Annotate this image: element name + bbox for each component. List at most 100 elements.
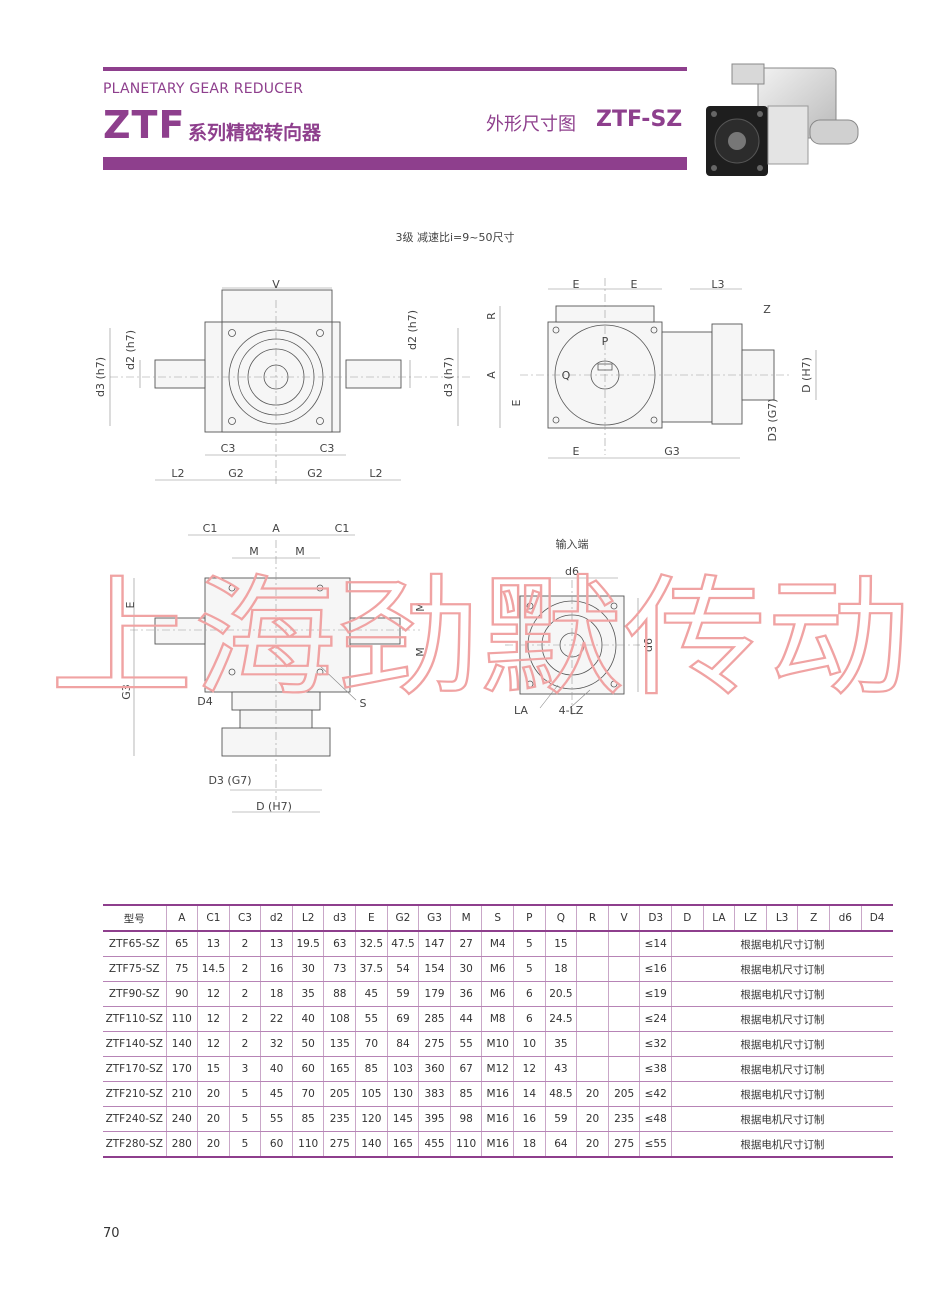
table-cell: 18 bbox=[260, 981, 293, 1007]
table-header-cell: D bbox=[671, 905, 704, 932]
table-cell: 65 bbox=[165, 931, 198, 957]
table-cell: 12 bbox=[197, 1031, 230, 1057]
dim-d2-right: d2 (h7) bbox=[406, 310, 419, 350]
dim-g2-left: G2 bbox=[228, 467, 244, 480]
table-cell: 15 bbox=[544, 931, 577, 957]
table-cell: 2 bbox=[228, 1006, 261, 1032]
dim-d6-top: d6 bbox=[565, 565, 579, 578]
table-cell: 13 bbox=[197, 931, 230, 957]
drawing-side-view: E E L3 R Z P Q A E D (H7) D3 (G7) E G3 bbox=[485, 278, 817, 459]
table-cell: 60 bbox=[291, 1056, 324, 1082]
dim-e-bottom: E bbox=[573, 445, 580, 458]
table-cell: 395 bbox=[418, 1106, 451, 1132]
table-cell: 145 bbox=[386, 1106, 419, 1132]
table-cell: 205 bbox=[323, 1081, 356, 1107]
table-cell: 110 bbox=[165, 1006, 198, 1032]
dim-m-top: M bbox=[414, 602, 427, 612]
table-cell bbox=[576, 1006, 609, 1032]
dim-e-side: E bbox=[510, 399, 523, 406]
table-cell: 135 bbox=[323, 1031, 356, 1057]
table-cell: 5 bbox=[228, 1131, 261, 1158]
table-cell: 35 bbox=[544, 1031, 577, 1057]
table-header-cell: R bbox=[576, 905, 609, 932]
table-cell: 285 bbox=[418, 1006, 451, 1032]
output-shaft-side bbox=[809, 119, 859, 145]
table-cell: 35 bbox=[291, 981, 324, 1007]
table-cell: ZTF240-SZ bbox=[103, 1106, 166, 1132]
table-cell: 20 bbox=[197, 1081, 230, 1107]
table-cell: 27 bbox=[449, 931, 482, 957]
dim-l3: L3 bbox=[711, 278, 724, 291]
table-cell: 64 bbox=[544, 1131, 577, 1158]
table-header-cell: D3 bbox=[639, 905, 672, 932]
table-cell: 85 bbox=[291, 1106, 324, 1132]
table-cell: 240 bbox=[165, 1106, 198, 1132]
table-cell: 90 bbox=[165, 981, 198, 1007]
table-cell: 84 bbox=[386, 1031, 419, 1057]
dim-e-top-right: E bbox=[631, 278, 638, 291]
table-cell: 12 bbox=[197, 1006, 230, 1032]
table-cell: 103 bbox=[386, 1056, 419, 1082]
table-cell: ZTF110-SZ bbox=[103, 1006, 166, 1032]
drawing-input-end: 输入端 d6 d6 LA 4-LZ bbox=[505, 537, 655, 717]
dim-d-h7: D (H7) bbox=[800, 357, 813, 393]
table-header-cell: C3 bbox=[228, 905, 261, 932]
table-cell: M4 bbox=[481, 931, 514, 957]
dim-d3-left: d3 (h7) bbox=[94, 357, 107, 397]
table-cell bbox=[607, 931, 640, 957]
dim-s: S bbox=[360, 697, 367, 710]
dim-a-top: A bbox=[272, 522, 280, 535]
custom-note-cell: 根据电机尺寸订制 bbox=[670, 981, 893, 1007]
dim-la: LA bbox=[514, 704, 528, 717]
table-cell: 15 bbox=[197, 1056, 230, 1082]
dim-e-top: E bbox=[124, 601, 137, 608]
custom-note-cell: 根据电机尺寸订制 bbox=[670, 1006, 893, 1032]
table-cell: 45 bbox=[355, 981, 388, 1007]
table-cell: 13 bbox=[260, 931, 293, 957]
table-cell: 85 bbox=[449, 1081, 482, 1107]
table-cell: 32.5 bbox=[355, 931, 388, 957]
table-cell: 40 bbox=[260, 1056, 293, 1082]
table-cell: 6 bbox=[513, 981, 546, 1007]
table-cell: 32 bbox=[260, 1031, 293, 1057]
dim-c3-left: C3 bbox=[221, 442, 236, 455]
custom-note-cell: 根据电机尺寸订制 bbox=[670, 1131, 893, 1158]
dim-m-left: M bbox=[249, 545, 259, 558]
dim-l2-left: L2 bbox=[171, 467, 184, 480]
table-cell: 5 bbox=[228, 1106, 261, 1132]
dim-g3-top: G3 bbox=[120, 684, 133, 700]
table-cell: M6 bbox=[481, 956, 514, 982]
table-cell: ZTF140-SZ bbox=[103, 1031, 166, 1057]
table-cell: 50 bbox=[291, 1031, 324, 1057]
table-cell: ≤19 bbox=[639, 981, 672, 1007]
dim-m-right: M bbox=[295, 545, 305, 558]
output-shaft-top bbox=[731, 63, 765, 85]
table-cell: 59 bbox=[544, 1106, 577, 1132]
table-cell: 19.5 bbox=[291, 931, 324, 957]
stage-note: 3级 减速比i=9~50尺寸 bbox=[396, 230, 515, 244]
table-cell: 275 bbox=[418, 1031, 451, 1057]
table-cell: 110 bbox=[449, 1131, 482, 1158]
table-cell: 130 bbox=[386, 1081, 419, 1107]
table-cell: 37.5 bbox=[355, 956, 388, 982]
table-cell: 5 bbox=[513, 956, 546, 982]
drawing-top-view: C1 A C1 M M M M E G3 S D4 D3 (G7) D (H7) bbox=[120, 522, 427, 813]
table-cell: 12 bbox=[513, 1056, 546, 1082]
table-cell: M10 bbox=[481, 1031, 514, 1057]
table-header-cell: G2 bbox=[386, 905, 419, 932]
series-chinese-name: 系列精密转向器 bbox=[188, 122, 322, 144]
table-cell: 36 bbox=[449, 981, 482, 1007]
table-cell: 73 bbox=[323, 956, 356, 982]
table-cell: 280 bbox=[165, 1131, 198, 1158]
table-cell: 14.5 bbox=[197, 956, 230, 982]
table-cell: 383 bbox=[418, 1081, 451, 1107]
dim-l2-right: L2 bbox=[369, 467, 382, 480]
table-cell: 30 bbox=[291, 956, 324, 982]
table-cell: 55 bbox=[355, 1006, 388, 1032]
table-cell: 88 bbox=[323, 981, 356, 1007]
table-cell: 147 bbox=[418, 931, 451, 957]
